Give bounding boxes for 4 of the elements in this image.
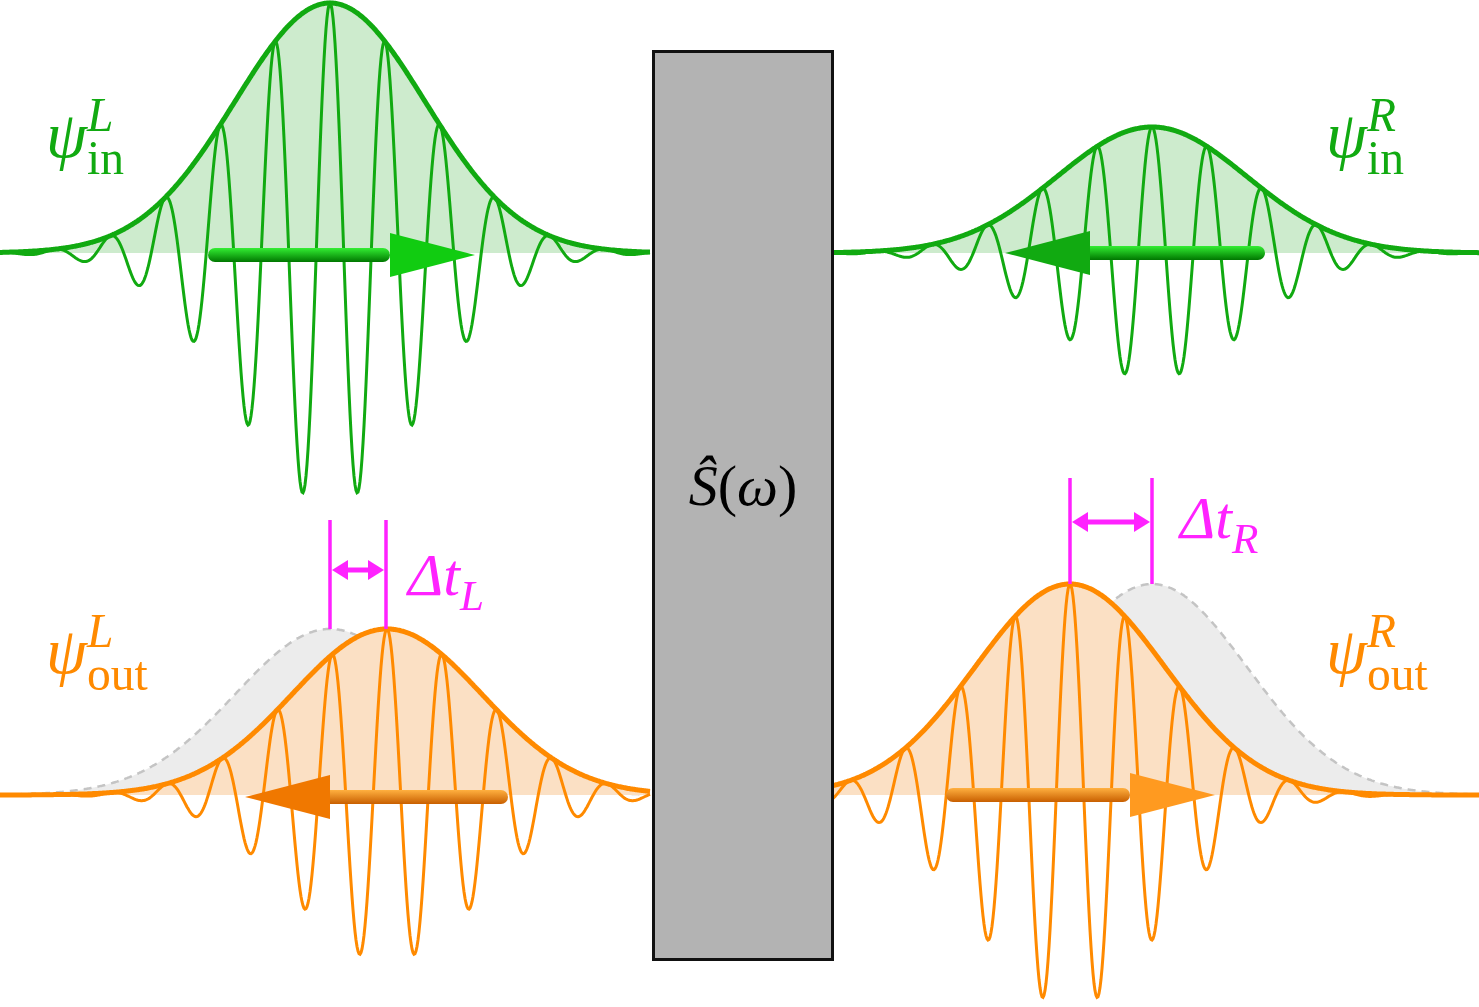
operator-label: Ŝ(ω) xyxy=(688,452,798,519)
math-label: Δt$_{R}$ xyxy=(1180,488,1259,561)
scattering-region-box xyxy=(652,50,834,961)
math-label: Δt$_{L}$ xyxy=(408,545,484,618)
